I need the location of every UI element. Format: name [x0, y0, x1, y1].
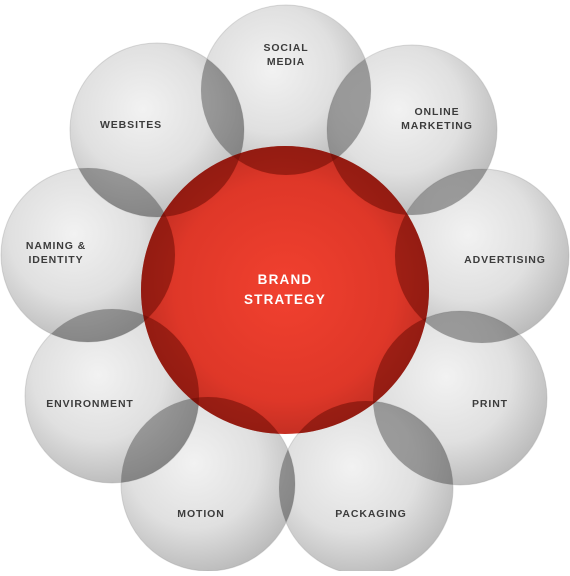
petal-label-advertising: ADVERTISING	[464, 254, 546, 266]
petal-label-naming-identity: NAMING &IDENTITY	[26, 240, 86, 266]
petal-overlap	[70, 168, 175, 217]
petal-label-environment: ENVIRONMENT	[46, 398, 134, 410]
center-overlap	[141, 146, 244, 217]
center-circle	[141, 146, 429, 434]
petal-layer	[0, 4, 570, 576]
petal-label-websites: WEBSITES	[100, 119, 162, 131]
petal-label-motion: MOTION	[177, 508, 224, 520]
petal-overlap	[373, 401, 453, 485]
petal-label-packaging: PACKAGING	[335, 508, 407, 520]
center-overlap	[141, 309, 199, 434]
petal-overlap	[121, 397, 199, 483]
petal-label-print: PRINT	[472, 398, 508, 410]
